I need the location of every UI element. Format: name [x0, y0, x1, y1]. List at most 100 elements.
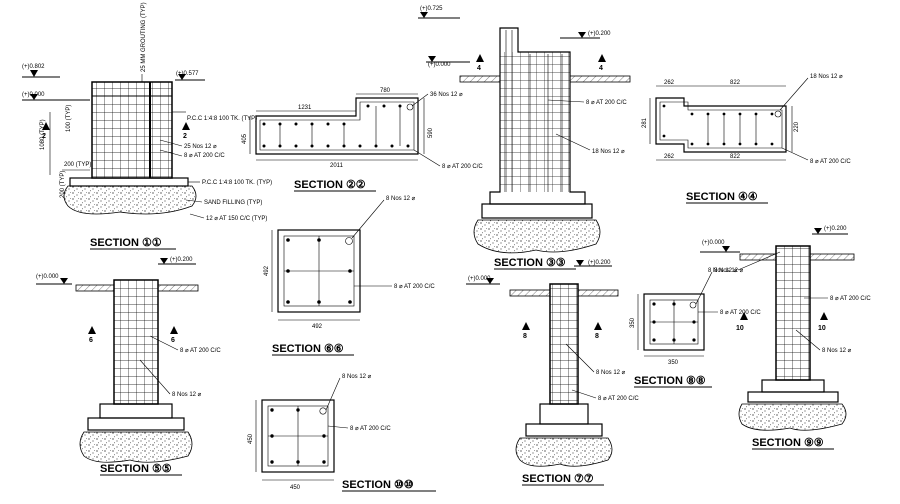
dim-780: 780 [380, 88, 391, 94]
bars-label: 8 Nos 12 ⌀ [714, 268, 744, 274]
bars-label-top: 8 Nos 12 ⌀ [708, 268, 738, 274]
dim-h: 450 [248, 433, 254, 444]
pcc-label: P.C.C 1:4:8 100 TK. (TYP) [187, 116, 257, 122]
footing-slab [69, 177, 189, 187]
section-3-3: (+)0.725 (+)0.200 (+)0.000 8 ⌀ AT 200 C/… [418, 6, 631, 270]
bars-label: 18 Nos 12 ⌀ [810, 74, 843, 80]
ground-hatch-right [569, 75, 631, 83]
level-right-label: (+)0.200 [588, 260, 611, 266]
level-zero-label: (+)0.000 [468, 276, 491, 282]
dim-220: 220 [794, 121, 800, 132]
section-1-1: (+)0.802 (+)0.000 (+)0.577 25 MM GROUTIN… [22, 2, 272, 250]
dim-262-top: 262 [664, 80, 675, 86]
cut-mark-left: 4 [477, 65, 481, 72]
ring-label: 8 ⌀ AT 200 C/C [350, 426, 391, 432]
rebar-dots [662, 104, 782, 146]
level-mid-label: (+)0.577 [176, 71, 199, 77]
ground-hatch-left [509, 289, 551, 297]
bars-label: 8 Nos 12 ⌀ [172, 392, 202, 398]
rebar-dots [652, 301, 697, 342]
ground-hatch-right [577, 289, 619, 297]
footing-slab [525, 423, 603, 437]
dim-w: 350 [668, 360, 679, 366]
section-8-8: 350 350 8 Nos 12 ⌀ 8 ⌀ AT 200 C/C SECTIO… [630, 268, 761, 388]
section-4-4: 262 822 262 822 281 220 18 Nos 12 ⌀ 8 ⌀ … [642, 74, 851, 204]
rebar-dots [286, 237, 353, 304]
level-zero-label: (+)0.000 [22, 92, 45, 98]
dim-822-bot: 822 [730, 154, 741, 160]
section-7-7: (+)0.000 (+)0.200 8 Nos 12 ⌀ 8 ⌀ AT 200 … [466, 260, 639, 486]
level-top-label: (+)0.802 [22, 64, 45, 70]
pedestal-base [761, 379, 825, 393]
bottom-label: 12 ⌀ AT 150 C/C (TYP) [206, 216, 267, 222]
bars-label: 8 Nos 12 ⌀ [596, 370, 626, 376]
footing-slab [747, 391, 839, 403]
ground-hatch-left [739, 253, 777, 261]
wall-outline [255, 97, 419, 155]
dim-405: 405 [242, 133, 248, 144]
cut-mark-left: 2 [42, 133, 46, 140]
section-title: SECTION ⑦⑦ [522, 473, 594, 485]
section-title: SECTION ①① [90, 237, 162, 249]
column-body [775, 245, 811, 381]
dim-1080: 1080 (TYP) [40, 119, 46, 150]
section-6-6: 492 492 8 Nos 12 ⌀ 8 ⌀ AT 200 C/C SECTIO… [264, 196, 435, 356]
cut-mark-right: 10 [818, 325, 826, 332]
column-outline [261, 399, 335, 473]
bars-label: 8 Nos 12 ⌀ [822, 348, 852, 354]
soil-bed [738, 403, 847, 431]
rebar-dots [270, 407, 327, 464]
dim-200-a: 200 (TYP) [64, 162, 91, 168]
bars-label: 36 Nos 12 ⌀ [430, 92, 463, 98]
bars-label: 8 Nos 12 ⌀ [342, 374, 372, 380]
section-title: SECTION ⑥⑥ [272, 343, 344, 355]
bars-label: 8 Nos 12 ⌀ [386, 196, 416, 202]
dim-281: 281 [642, 117, 648, 128]
cut-mark-left: 6 [89, 337, 93, 344]
column-outline [277, 229, 361, 313]
section-title: SECTION ⑧⑧ [634, 375, 706, 387]
rebar-dots [262, 103, 414, 148]
dim-262-bot: 262 [664, 154, 675, 160]
ring-label: 8 ⌀ AT 200 C/C [184, 153, 225, 159]
dim-200-b: 200 (TYP) [60, 171, 66, 198]
pedestal-base [99, 403, 173, 419]
dim-100: 100 (TYP) [66, 105, 72, 132]
ground-hatch-left [459, 75, 501, 83]
cut-mark-right: 6 [171, 337, 175, 344]
ring-label: 8 ⌀ AT 200 C/C [830, 296, 871, 302]
level-zero-label: (+)0.000 [36, 274, 59, 280]
ground-hatch-right [157, 284, 199, 292]
dim-2011: 2011 [330, 163, 344, 169]
ring-label: 8 ⌀ AT 200 C/C [720, 310, 761, 316]
level-right-label: (+)0.200 [588, 31, 611, 37]
section-10-10: 450 450 8 Nos 12 ⌀ 8 ⌀ AT 200 C/C SECTIO… [248, 374, 436, 492]
ground-hatch-right [809, 253, 855, 261]
footing-slab [481, 203, 593, 219]
section-title: SECTION ④④ [686, 191, 758, 203]
dim-590: 590 [428, 127, 434, 138]
dim-h: 492 [264, 265, 270, 276]
level-right-label: (+)0.200 [170, 257, 193, 263]
pedestal-body [91, 81, 173, 179]
level-zero-label: (+)0.000 [428, 62, 451, 68]
level-zero-label: (+)0.000 [702, 240, 725, 246]
column-body [549, 283, 579, 405]
dim-h: 350 [630, 317, 636, 328]
grouting-label: 25 MM GROUTING (TYP) [141, 2, 147, 72]
level-top-label: (+)0.725 [420, 6, 443, 12]
pcc2-label: P.C.C 1:4:8 100 TK. (TYP) [202, 180, 272, 186]
cut-mark-right: 4 [599, 65, 603, 72]
ground-hatch-left [75, 284, 115, 292]
ring-label: 8 ⌀ AT 200 C/C [598, 396, 639, 402]
column-outline [489, 27, 586, 205]
section-title: SECTION ⑤⑤ [100, 463, 172, 475]
section-title: SECTION ⑨⑨ [752, 437, 824, 449]
section-title: SECTION ③③ [494, 257, 566, 269]
column-outline [643, 293, 705, 351]
dim-1231: 1231 [298, 105, 312, 111]
soil-bed [515, 437, 613, 467]
dim-w: 492 [312, 324, 323, 330]
